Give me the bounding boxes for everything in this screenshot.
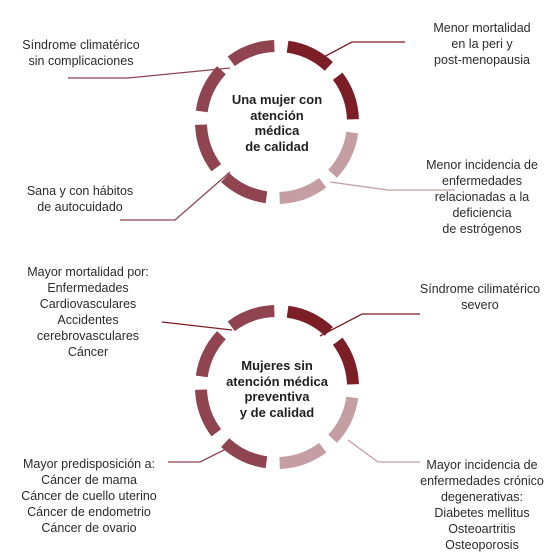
bottom-left-top-connector [161,321,233,331]
bottom-right-top-label: Síndrome cilimatérico severo [410,281,550,313]
bottom-right-bottom-connector [347,439,420,463]
label-line: Menor mortalidad [433,21,531,35]
bottom-left-bottom-label: Mayor predisposición a: Cáncer de mama C… [4,456,174,536]
bottom-ring-segment-2 [332,337,359,385]
top-left-top-connector [68,67,231,79]
bottom-ring-segment-8 [227,305,275,332]
center-line: atención [250,107,304,123]
label-line: Cáncer de mama [41,473,137,487]
label-line: post-menopausia [434,53,530,67]
center-line: atención médica [226,373,328,389]
label-line: enfermedades crónico [420,474,544,488]
label-line: Enfermedades [47,281,129,295]
label-line: relacionadas a la [434,190,530,204]
center-line: médica [254,123,300,138]
top-ring-segment-5 [221,173,268,204]
top-left-top-label: Síndrome climatérico sin complicaciones [6,37,156,69]
center-line: de calidad [245,138,309,154]
label-line: Menor incidencia de [426,158,538,172]
label-line: degenerativas: [440,490,523,504]
top-left-bottom-connector [120,171,231,221]
top-center-title: Una mujer con atención médica de calidad [212,92,342,154]
top-ring-segment-7 [195,66,226,113]
label-line: Osteoporosis [445,538,519,552]
top-right-bottom-label: Menor incidencia de enfermedades relacio… [412,157,552,237]
label-line: Síndrome climatérico [22,38,140,52]
label-line: en la peri y [451,37,513,51]
label-line: Cáncer de ovario [41,521,137,535]
top-ring-segment-3 [328,131,359,178]
bottom-left-bottom-connector [168,445,233,463]
bottom-left-top-label: Mayor mortalidad por: Enfermedades Cardi… [8,264,168,360]
label-line: de autocuidado [37,200,123,214]
label-line: Cáncer [67,345,109,359]
label-line: Mayor incidencia de [426,458,538,472]
center-line: y de calidad [239,404,315,420]
bottom-ring-segment-1 [286,305,333,336]
bottom-ring [195,305,359,469]
bottom-ring-segment-5 [221,438,268,469]
label-line: Cáncer de endometrio [27,505,151,519]
top-ring-segment-4 [279,177,327,204]
label-line: Osteoartritis [448,522,516,536]
center-line: Una mujer con [231,92,323,107]
top-right-top-label: Menor mortalidad en la peri y post-menop… [416,20,548,68]
label-line: Mayor mortalidad por: [27,265,149,279]
label-line: enfermedades [442,174,522,188]
center-line: preventiva [244,389,310,404]
bottom-right-top-connector [319,313,420,337]
label-line: Mayor predisposición a: [22,457,155,471]
label-line: cerebrovasculares [36,329,140,343]
bottom-ring-segment-7 [195,331,226,378]
label-line: de estrógenos [442,222,522,236]
bottom-right-bottom-label: Mayor incidencia de enfermedades crónico… [412,457,552,553]
label-line: Síndrome cilimatérico [419,282,541,296]
bottom-ring-segment-6 [195,389,222,437]
top-ring-segment-6 [195,124,222,172]
top-right-bottom-connector [329,181,455,191]
top-ring-segment-8 [227,40,275,67]
top-left-bottom-label: Sana y con hábitos de autocuidado [10,183,150,215]
bottom-center-title: Mujeres sin atención médica preventiva y… [212,358,342,420]
center-line: Mujeres sin [241,358,313,373]
top-ring-segment-1 [286,40,333,71]
bottom-ring-segment-4 [279,442,327,469]
label-line: Diabetes mellitus [434,506,530,520]
label-line: deficiencia [452,206,512,220]
top-right-top-connector [317,41,405,61]
bottom-ring-segment-3 [328,396,359,443]
label-line: Cardiovasculares [39,297,137,311]
label-line: severo [461,298,499,312]
top-ring [195,40,359,204]
label-line: Accidentes [57,313,119,327]
label-line: sin complicaciones [28,54,134,68]
label-line: Cáncer de cuello uterino [21,489,157,503]
top-ring-segment-2 [332,72,359,120]
label-line: Sana y con hábitos [26,184,134,198]
